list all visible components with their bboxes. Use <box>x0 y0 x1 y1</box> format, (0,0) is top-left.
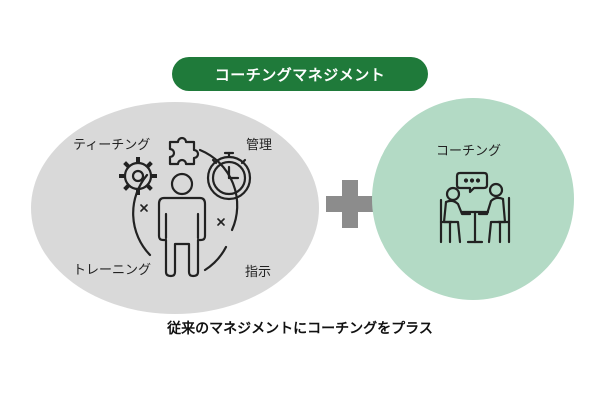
orbit-arc-left <box>132 173 152 257</box>
stopwatch-icon <box>206 151 252 201</box>
person-icon <box>157 172 207 278</box>
traditional-management-area <box>31 102 319 314</box>
coaching-area <box>372 98 574 300</box>
orbit-arc-bottom <box>203 245 228 272</box>
sparkle-marks <box>140 204 225 226</box>
diagram-caption: 従来のマネジメントにコーチングをプラス <box>167 321 433 337</box>
puzzle-icon <box>168 136 200 166</box>
diagram-title: コーチングマネジメント <box>214 65 386 84</box>
chat-bubble-icon <box>455 171 489 194</box>
title-pill: コーチングマネジメント <box>172 57 428 91</box>
label-instruction: 指示 <box>245 265 272 280</box>
plus-sign-vertical <box>342 180 358 228</box>
orbit-arc-right <box>198 148 239 232</box>
label-management: 管理 <box>246 138 273 153</box>
label-coaching: コーチング <box>436 144 502 159</box>
gear-icon <box>119 157 157 195</box>
label-training: トレーニング <box>73 263 152 278</box>
label-teaching: ティーチング <box>73 138 151 153</box>
